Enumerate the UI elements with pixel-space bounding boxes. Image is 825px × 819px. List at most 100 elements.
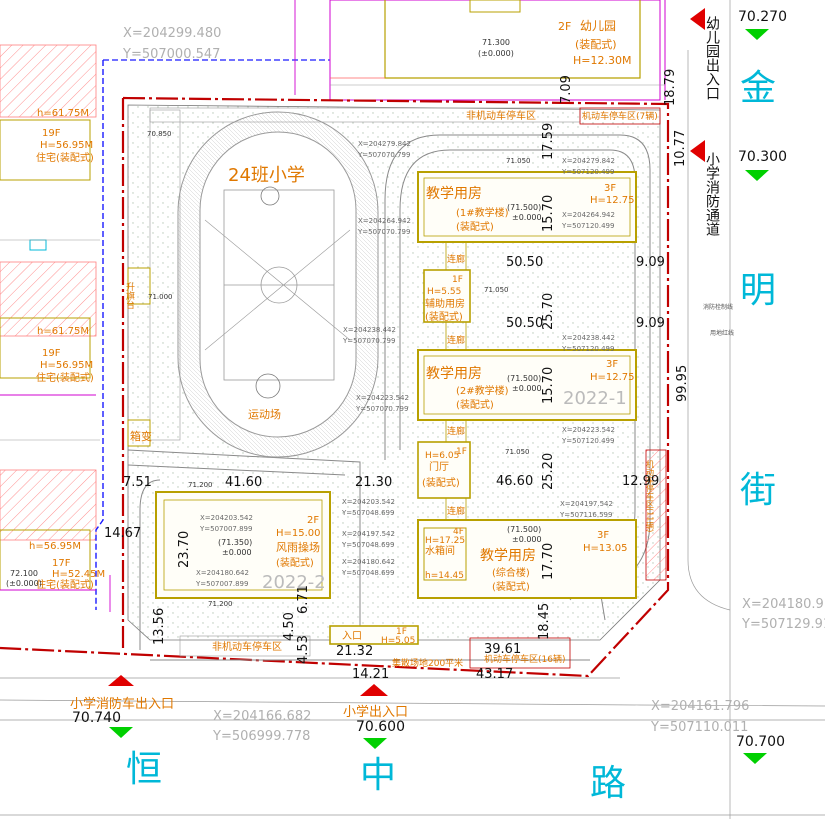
elev-6b: (±0.000) — [6, 579, 42, 588]
res-a-h: h=61.75M — [37, 108, 89, 119]
water-room-box — [423, 527, 467, 581]
dim-14-67: 14.67 — [104, 526, 141, 541]
corridor-label-3: 连廊 — [447, 425, 465, 437]
dim-7-09: 7.09 — [559, 75, 574, 104]
elev-1-arrow — [745, 29, 769, 40]
coord-11x: X=204203.542 — [342, 498, 395, 506]
gym-inner — [163, 499, 323, 591]
bldg-2-zero: ±0.000 — [512, 384, 542, 393]
hall-outline — [417, 441, 471, 499]
corridor-2 — [445, 321, 467, 351]
bldg-1-name: 教学用房 — [426, 186, 482, 202]
kinder-zero: (±0.000) — [478, 49, 514, 58]
spot-2: 71.000 — [148, 293, 173, 301]
dim-17-70: 17.70 — [541, 543, 556, 580]
elev-3-arrow — [109, 727, 133, 738]
kindergarten-block — [329, 0, 666, 101]
aux-outline — [423, 269, 471, 323]
bldg-2-height: H=12.75 — [590, 372, 635, 383]
dim-6-71: 6.71 — [296, 585, 311, 614]
road-jinming-1: 金 — [740, 68, 776, 109]
bldg-3-zero: ±0.000 — [512, 535, 542, 544]
dim-39-61: 39.61 — [484, 642, 521, 657]
coord-9y: Y=507120.499 — [561, 437, 614, 445]
dim-15-70-a: 15.70 — [541, 195, 556, 232]
dim-25-20: 25.20 — [541, 453, 556, 490]
corridor-label-4: 连廊 — [447, 505, 465, 517]
bldg-3-height: H=13.05 — [583, 543, 628, 554]
res-c-h: h=56.95M — [29, 541, 81, 552]
car-top-area — [579, 107, 661, 125]
gym-floors: 2F — [307, 515, 319, 526]
elev-2-arrow — [745, 170, 769, 181]
gym-type: (装配式) — [276, 556, 314, 569]
coord-15y: Y=507048.699 — [341, 569, 394, 577]
res-c-H: H=52.45M — [52, 569, 105, 580]
dim-7-51: 7.51 — [123, 475, 152, 490]
coord-16x: X=204180.91 — [742, 597, 825, 612]
coord-17y: Y=507110.011 — [650, 720, 748, 735]
fire-exit-label: 小学消防车出入口 — [70, 696, 174, 712]
dim-15-70-b: 15.70 — [541, 367, 556, 404]
bldg-1-no: (1#教学楼) — [456, 206, 509, 219]
res-c-floors: 17F — [52, 558, 71, 569]
res-a-floors: 19F — [42, 128, 61, 139]
coord-8x: X=204223.542 — [356, 394, 409, 402]
kinder-name: 幼儿园 — [580, 19, 616, 33]
kinder-floors: 2F — [558, 20, 571, 33]
aux-height: H=5.55 — [427, 287, 461, 297]
road-jinming-3: 街 — [740, 470, 776, 511]
hengzhong-road — [0, 677, 825, 816]
land-red-line — [0, 96, 670, 678]
coord-14x: X=204180.642 — [196, 569, 249, 577]
dim-18-45: 18.45 — [537, 603, 552, 640]
res-c-type: 住宅(装配式) — [36, 578, 94, 591]
gym-year: 2022-2 — [262, 572, 326, 593]
water-floors: 4F — [453, 527, 464, 537]
dim-50-50-b: 50.50 — [506, 316, 543, 331]
magenta-lines — [0, 0, 296, 612]
gate-height: H=5.05 — [381, 636, 415, 646]
coord-12y: Y=507048.699 — [341, 541, 394, 549]
dim-41-60: 41.60 — [225, 475, 262, 490]
road-hengzhong-1: 恒 — [126, 749, 162, 790]
lift-station-box — [127, 267, 151, 305]
coord-13y: Y=507116.599 — [559, 511, 612, 519]
bldg-3-outline — [417, 519, 637, 599]
dim-43-17: 43.17 — [476, 667, 513, 682]
lift-station-label: 升旗台 — [124, 282, 135, 310]
coord-3y: Y=507120.499 — [561, 168, 614, 176]
bldg-2-year: 2022-1 — [563, 388, 627, 409]
bldg-1-height: H=12.75 — [590, 195, 635, 206]
water-name: 水箱间 — [425, 544, 455, 557]
spot-1: 70.850 — [147, 130, 172, 138]
dim-4-50: 4.50 — [282, 612, 297, 641]
elev-3: 70.740 — [72, 710, 121, 726]
car-top-label: 机动车停车区(7辆) — [582, 110, 658, 122]
coord-2x: X=204279.842 — [358, 140, 411, 148]
dim-12-99: 12.99 — [622, 474, 659, 489]
spot-3: 71.050 — [506, 157, 531, 165]
bike-bottom-label: 非机动车停车区 — [212, 640, 282, 653]
coord-13x: X=204197.542 — [560, 500, 613, 508]
hall-floors: 1F — [456, 447, 467, 457]
bldg-1-type: (装配式) — [456, 220, 494, 233]
dim-21-32: 21.32 — [336, 644, 373, 659]
hall-name: 门厅 — [429, 460, 449, 473]
coord-1y: Y=507000.547 — [122, 47, 220, 62]
aux-type: (装配式) — [425, 310, 463, 323]
school-exit-label: 小学出入口 — [343, 704, 408, 720]
sports-field-label: 运动场 — [248, 407, 281, 421]
spot-5: 71.050 — [505, 448, 530, 456]
running-track — [177, 111, 379, 458]
bldg-2-name: 教学用房 — [426, 366, 482, 382]
elev-5-arrow — [743, 753, 767, 764]
water-low: h=14.45 — [425, 571, 464, 581]
coord-16y: Y=507129.91 — [741, 617, 825, 632]
res-a-H: H=56.95M — [40, 140, 93, 151]
coord-17x: X=204161.796 — [651, 699, 749, 714]
gym-outline — [155, 491, 331, 599]
fire-access-arrow — [690, 140, 705, 162]
dim-18-79: 18.79 — [663, 69, 678, 106]
